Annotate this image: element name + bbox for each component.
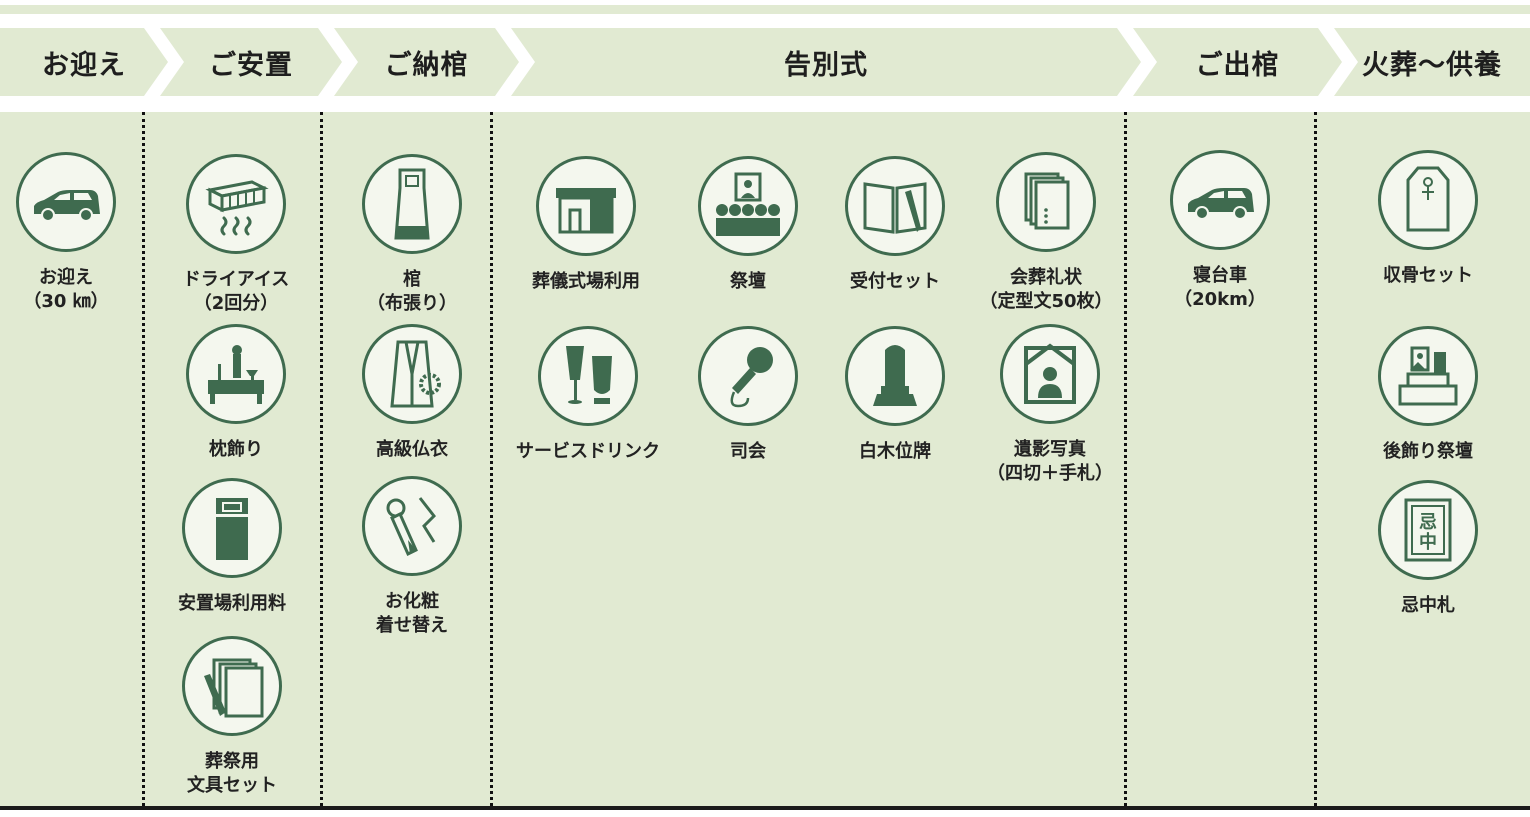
glasses-icon xyxy=(538,326,638,426)
service-portrait-photo: 遺影写真 （四切＋手札） xyxy=(955,324,1145,486)
service-resting-fee: 安置場利用料 xyxy=(137,478,327,616)
sign-char-top: 忌 xyxy=(1419,512,1437,533)
service-label: 遺影写真 （四切＋手札） xyxy=(987,439,1113,484)
bed-icon xyxy=(182,478,282,578)
service-label: 棺 （布張り） xyxy=(367,269,457,314)
framed-portrait-icon xyxy=(1000,324,1100,424)
service-hall-use: 葬儀式場利用 xyxy=(491,156,681,294)
car-icon xyxy=(16,152,116,252)
building-icon xyxy=(536,156,636,256)
service-label: 司会 xyxy=(730,441,766,462)
service-reception-set: 受付セット xyxy=(800,156,990,294)
service-makeup: お化粧 着せ替え xyxy=(317,476,507,638)
stage-header: お迎え ご安置 ご納棺 告別式 ご出棺 火葬～供養 xyxy=(0,28,1530,96)
service-after-altar: 後飾り祭壇 xyxy=(1333,326,1523,464)
column-divider xyxy=(1314,112,1317,806)
service-label: お化粧 着せ替え xyxy=(376,591,448,636)
stage-pickup: お迎え xyxy=(0,28,168,96)
service-mc: 司会 xyxy=(653,326,843,464)
service-stationery: 葬祭用 文具セット xyxy=(137,636,327,798)
coffin-icon xyxy=(362,154,462,254)
service-label: 後飾り祭壇 xyxy=(1383,441,1473,462)
service-label: 収骨セット xyxy=(1383,265,1473,286)
service-label: 忌中札 xyxy=(1401,595,1455,616)
service-label: 寝台車 （20km） xyxy=(1174,265,1266,310)
service-pillow-decoration: 枕飾り xyxy=(141,324,331,462)
car-icon xyxy=(1170,150,1270,250)
service-bone-set: 収骨セット xyxy=(1333,150,1523,288)
dry-ice-icon xyxy=(186,154,286,254)
service-label: 葬儀式場利用 xyxy=(532,271,640,292)
flower-altar-icon xyxy=(698,156,798,256)
sign-char-bottom: 中 xyxy=(1419,531,1437,553)
urn-box-icon xyxy=(1378,150,1478,250)
service-thank-you-cards: 会葬礼状 （定型文50枚） xyxy=(951,152,1141,314)
service-label: 葬祭用 文具セット xyxy=(187,751,277,796)
home-altar-icon xyxy=(1378,326,1478,426)
service-label: 安置場利用料 xyxy=(178,593,286,614)
bottom-line xyxy=(0,806,1530,810)
service-label: 白木位牌 xyxy=(859,441,931,462)
stage-farewell-ceremony: 告別式 xyxy=(511,28,1141,96)
microphone-icon xyxy=(698,326,798,426)
mourning-sign-icon: 忌中 xyxy=(1378,480,1478,580)
top-strip xyxy=(0,5,1530,14)
makeup-brush-icon xyxy=(362,476,462,576)
stage-encoffining: ご納棺 xyxy=(334,28,519,96)
service-mourning-sign: 忌中 忌中札 xyxy=(1333,480,1523,618)
kimono-icon xyxy=(362,324,462,424)
stage-cremation-memorial: 火葬～供養 xyxy=(1334,28,1530,96)
service-drink-service: サービスドリンク xyxy=(493,326,683,464)
service-label: 受付セット xyxy=(850,271,940,292)
service-label: 枕飾り xyxy=(209,439,263,460)
book-pen-icon xyxy=(845,156,945,256)
stage-resting: ご安置 xyxy=(160,28,342,96)
column-divider xyxy=(1124,112,1127,806)
stage-departure: ご出棺 xyxy=(1133,28,1342,96)
service-label: お迎え （30 ㎞） xyxy=(23,267,109,312)
service-label: 会葬礼状 （定型文50枚） xyxy=(979,267,1113,312)
service-dry-ice: ドライアイス （2回分） xyxy=(141,154,331,316)
service-pickup: お迎え （30 ㎞） xyxy=(0,152,161,314)
service-label: 高級仏衣 xyxy=(376,439,448,460)
service-label: サービスドリンク xyxy=(516,441,660,462)
service-burial-robe: 高級仏衣 xyxy=(317,324,507,462)
service-altar: 祭壇 xyxy=(653,156,843,294)
papers-pen-icon xyxy=(182,636,282,736)
card-stack-icon xyxy=(996,152,1096,252)
tablet-icon xyxy=(845,326,945,426)
service-label: ドライアイス （2回分） xyxy=(182,269,290,314)
service-hearse: 寝台車 （20km） xyxy=(1125,150,1315,312)
column-divider xyxy=(142,112,145,806)
pillow-altar-icon xyxy=(186,324,286,424)
service-coffin: 棺 （布張り） xyxy=(317,154,507,316)
service-label: 祭壇 xyxy=(730,271,766,292)
column-divider xyxy=(490,112,493,806)
column-divider xyxy=(320,112,323,806)
service-mortuary-tablet: 白木位牌 xyxy=(800,326,990,464)
